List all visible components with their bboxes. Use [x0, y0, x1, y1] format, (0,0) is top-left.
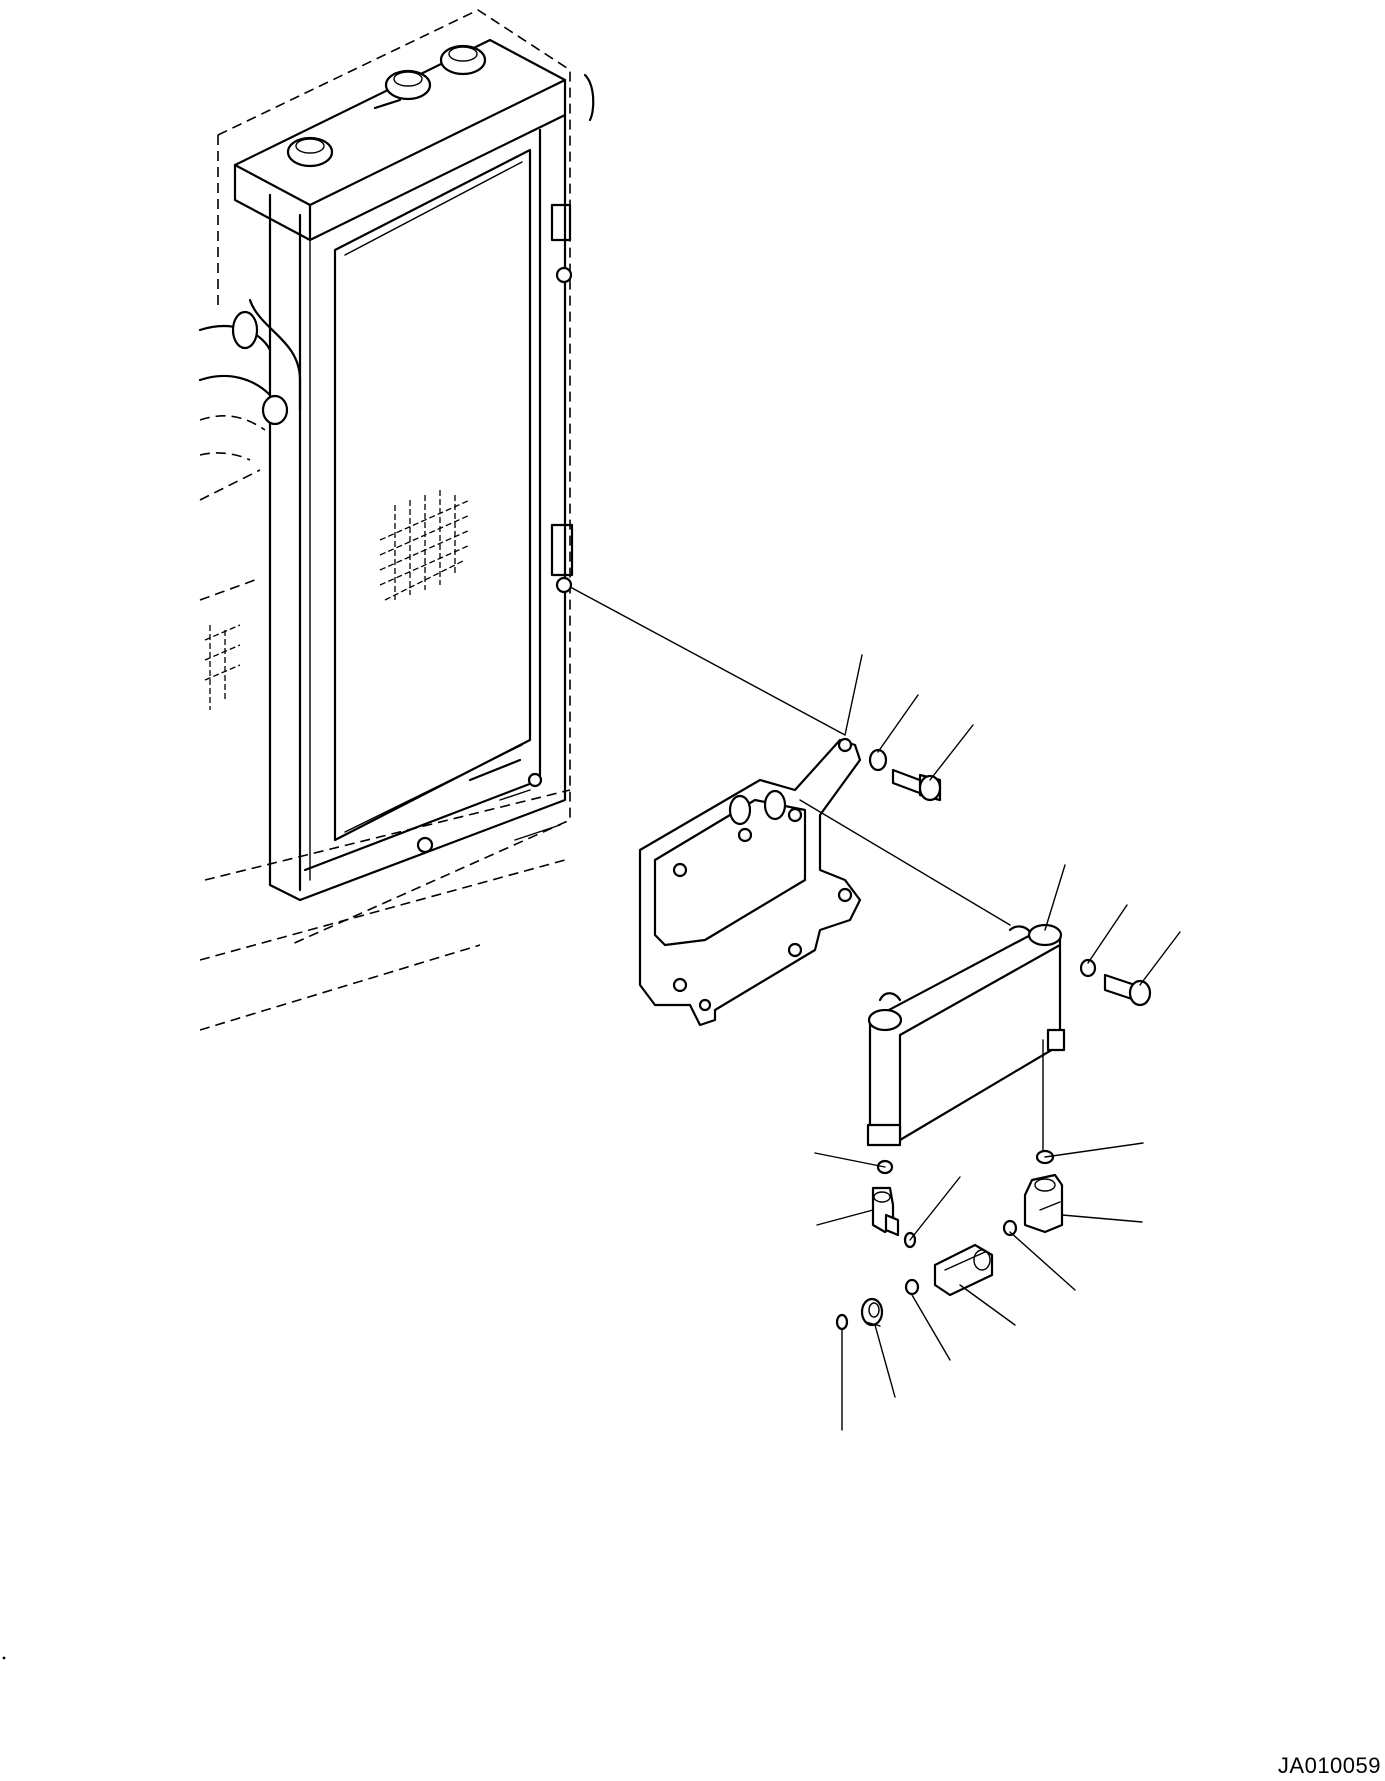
bolt-and-washer-1 [868, 748, 942, 802]
drawing-code-label: JA010059 [1277, 1753, 1381, 1778]
stray-dot [2, 1656, 6, 1660]
bolt-and-washer-2 [1079, 958, 1152, 1007]
callout-leaders [814, 654, 1181, 1431]
oil-cooler [866, 923, 1066, 1147]
filler-cap-3 [439, 44, 487, 76]
fittings [835, 1149, 1064, 1331]
filler-cap-1 [286, 136, 334, 168]
leader-radiator-bracket [571, 587, 846, 736]
mounting-bracket [638, 737, 862, 1027]
filler-cap-2 [384, 69, 432, 101]
radiator-assembly [198, 9, 595, 1031]
